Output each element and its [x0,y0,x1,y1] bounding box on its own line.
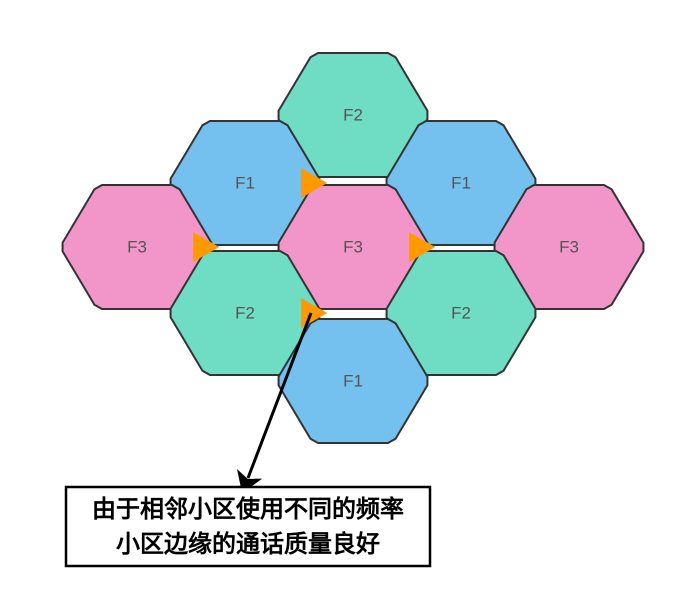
cell-label-f2-7: F2 [451,303,471,322]
cell-label-f3-3: F3 [127,237,147,256]
cell-label-f2-0: F2 [343,105,363,124]
cell-label-f3-5: F3 [559,237,579,256]
overlap-marker-layer-top [193,168,436,328]
cell-label-f1-2: F1 [451,173,471,192]
overlap-upper-center [301,168,328,198]
annotation-arrow [236,312,313,494]
cell-layer [61,52,645,444]
overlap-left [193,232,220,262]
hex-cell-f1-8[interactable] [277,318,429,444]
hex-cell-f2-7[interactable] [385,250,537,376]
callout-line-1: 由于相邻小区使用不同的频率 [92,495,404,523]
callout-line-2: 小区边缘的通话质量良好 [116,530,380,558]
cell-label-f1-8: F1 [343,371,363,390]
cell-label-f3-4: F3 [343,237,363,256]
callout-box [64,485,432,568]
overlap-right [409,232,436,262]
cell-label-f2-6: F2 [235,303,255,322]
cell-label-f1-1: F1 [235,173,255,192]
